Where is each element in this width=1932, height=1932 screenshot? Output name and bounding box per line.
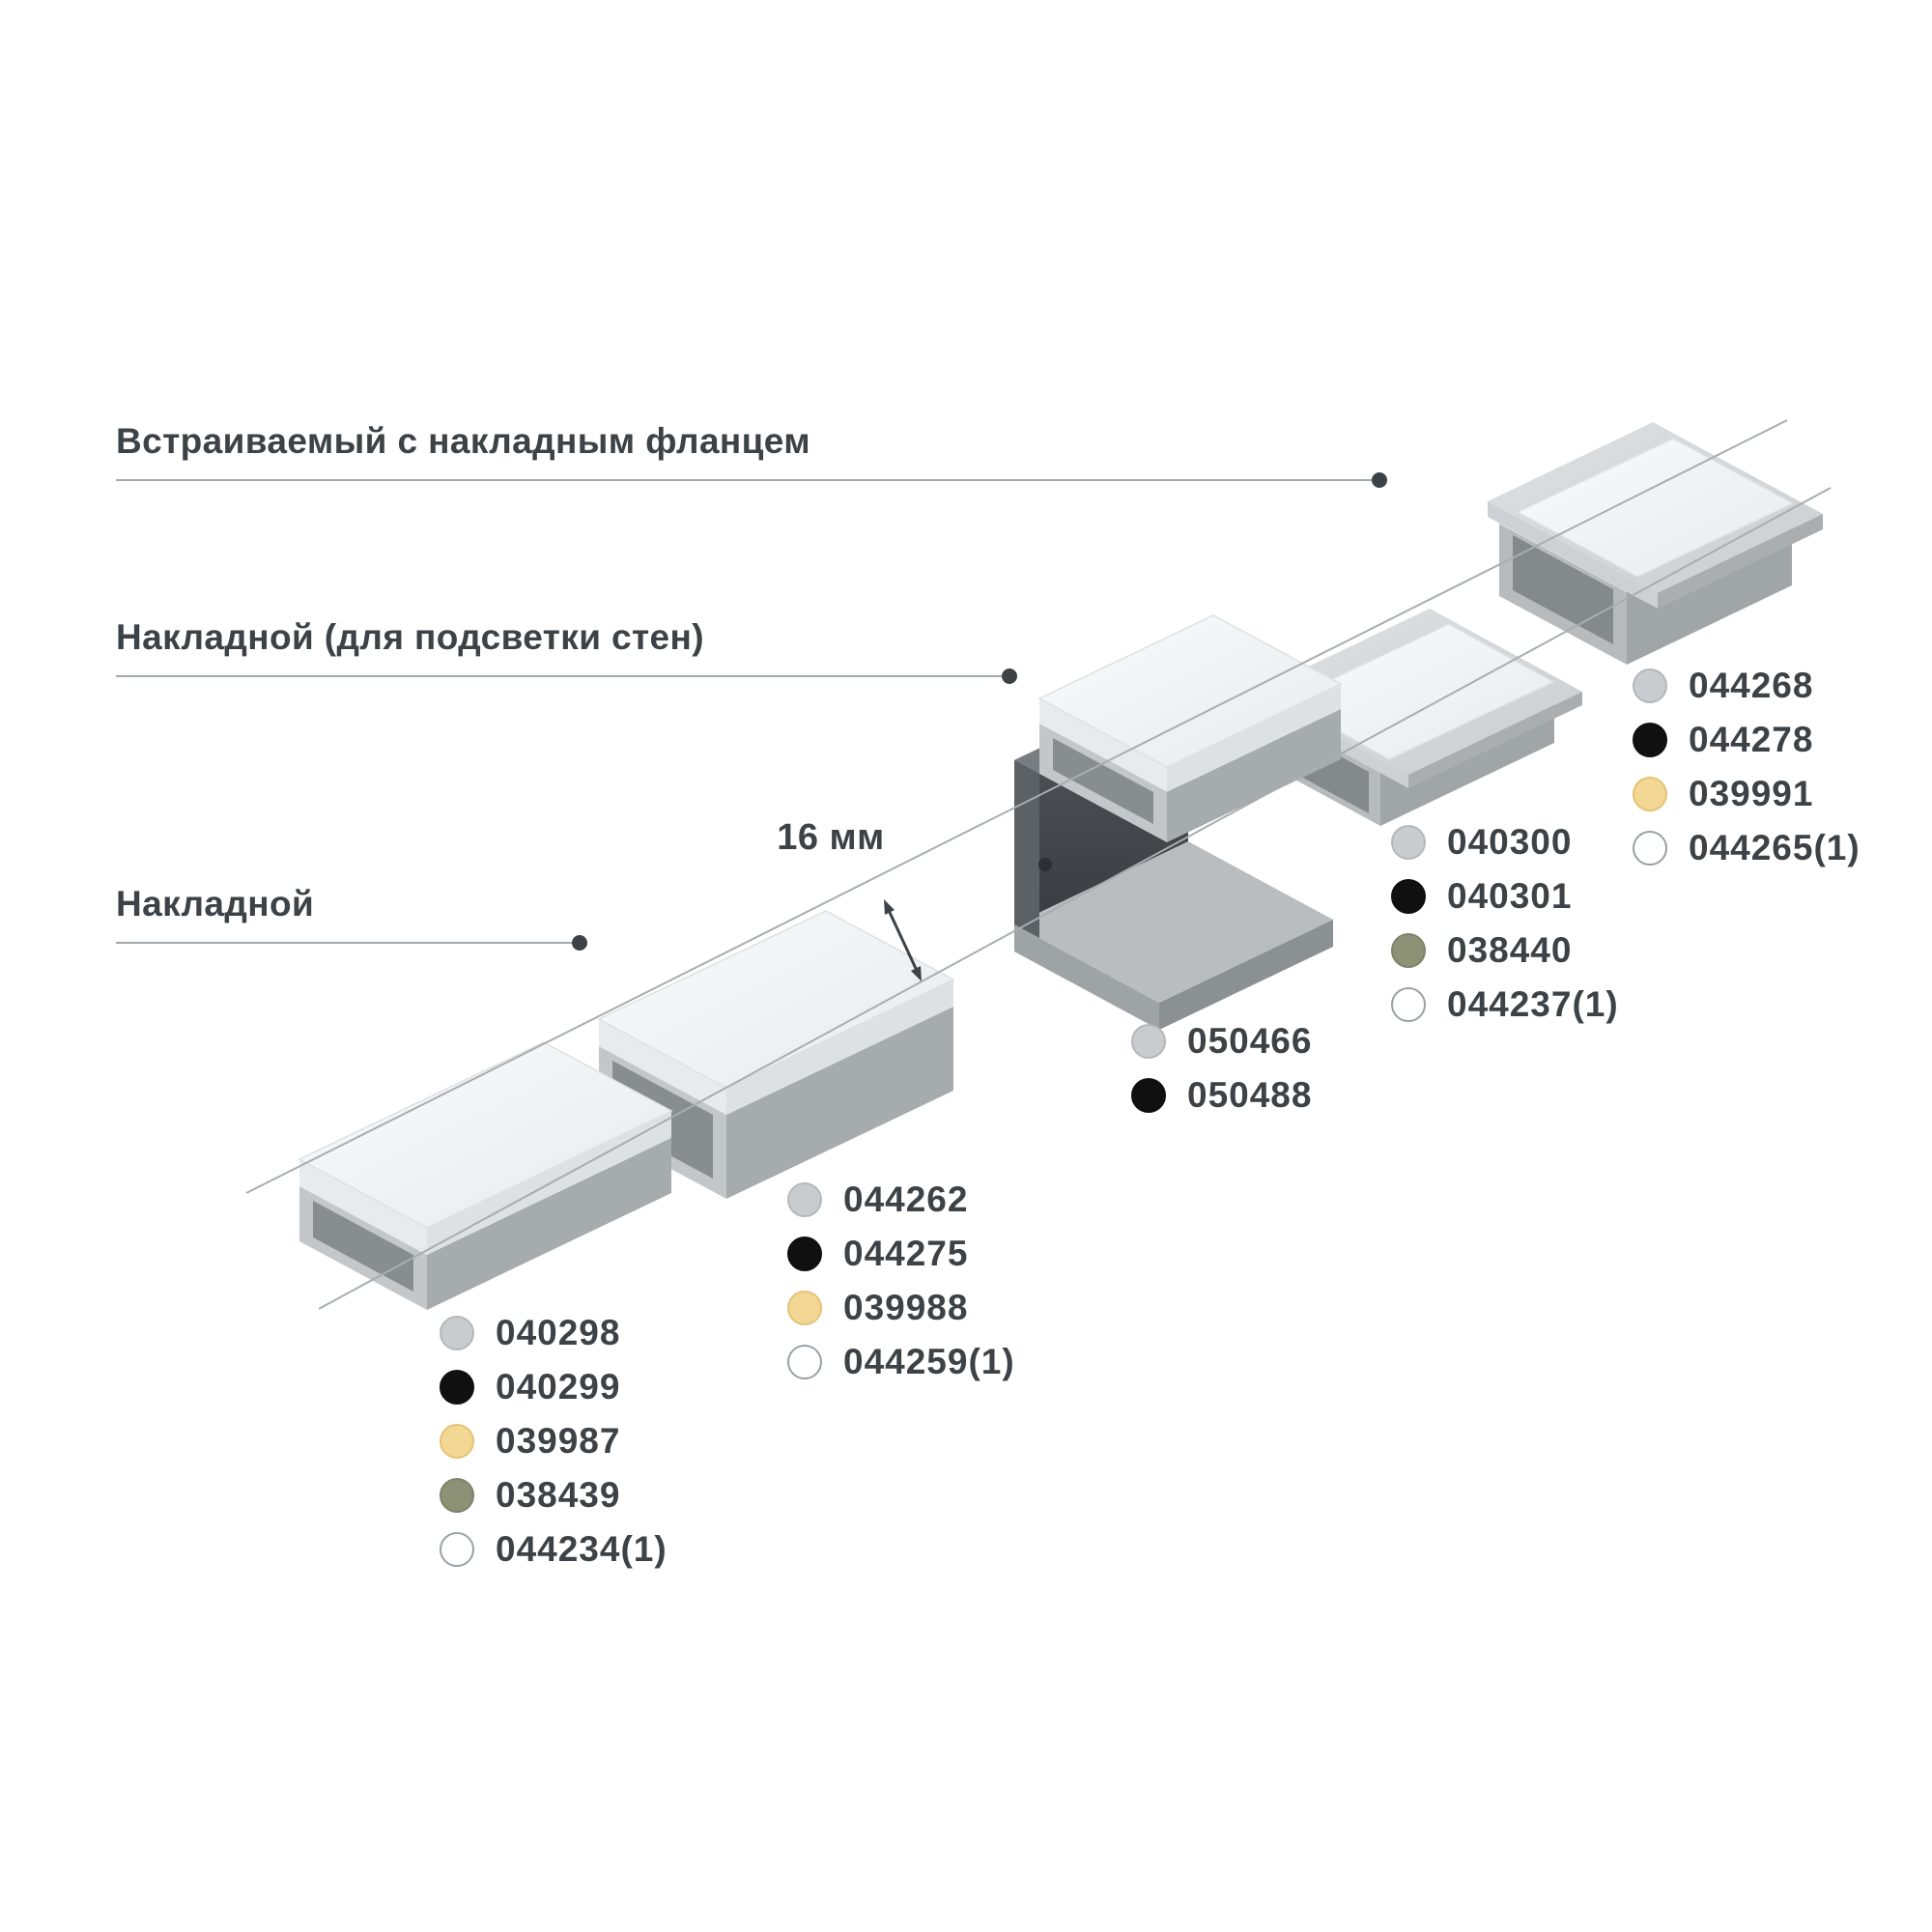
perspective-line-lower <box>318 487 1832 1310</box>
product-code: 050466 <box>1187 1021 1313 1061</box>
color-swatch-dot <box>1633 723 1667 757</box>
color-swatch-dot <box>1391 879 1426 914</box>
color-swatch-dot <box>1633 831 1667 866</box>
product-code: 044262 <box>843 1179 969 1219</box>
product-code: 039991 <box>1689 774 1814 813</box>
product-code: 040300 <box>1447 822 1573 862</box>
product-code-row: 044278 <box>1633 720 1861 759</box>
product-code-row: 038439 <box>440 1475 668 1515</box>
color-swatch-dot <box>440 1424 474 1459</box>
dimension-arrow <box>884 899 922 981</box>
product-code-row: 044268 <box>1633 666 1861 705</box>
color-swatch-dot <box>1391 933 1426 968</box>
profile-wall-render <box>1014 614 1343 1030</box>
dimension-label: 16 мм <box>777 817 885 858</box>
product-code: 044259(1) <box>843 1342 1015 1381</box>
product-code-row: 050466 <box>1131 1021 1313 1061</box>
color-swatch-dot <box>1633 668 1667 703</box>
label-surface-wall: Накладной (для подсветки стен) <box>116 617 704 657</box>
product-code: 044265(1) <box>1689 828 1861 867</box>
product-code-row: 044259(1) <box>787 1342 1015 1381</box>
product-code-row: 040299 <box>440 1367 668 1406</box>
product-code-row: 044262 <box>787 1179 1015 1219</box>
product-code: 044234(1) <box>496 1529 668 1569</box>
product-code: 040298 <box>496 1313 621 1352</box>
leader-dot-surface-wall <box>1002 668 1017 684</box>
product-code: 044237(1) <box>1447 984 1619 1024</box>
product-code-row: 044275 <box>787 1234 1015 1273</box>
color-swatch-dot <box>1131 1024 1166 1059</box>
color-swatch-dot <box>440 1478 474 1513</box>
product-code: 044278 <box>1689 720 1814 759</box>
product-code: 040301 <box>1447 876 1573 916</box>
profile-surface-low-render <box>298 1041 673 1310</box>
product-code: 038440 <box>1447 930 1573 970</box>
color-swatch-dot <box>787 1345 822 1379</box>
product-code-group: 044262 044275 039988 044259(1) <box>787 1179 1015 1381</box>
color-swatch-dot <box>1131 1078 1166 1113</box>
product-code: 040299 <box>496 1367 621 1406</box>
product-code-row: 039991 <box>1633 774 1861 813</box>
product-code-group: 040298 040299 039987 038439 044234(1) <box>440 1313 668 1569</box>
product-code: 050488 <box>1187 1075 1313 1115</box>
product-code-row: 044237(1) <box>1391 984 1619 1024</box>
leader-dot-recessed <box>1372 472 1387 488</box>
color-swatch-dot <box>1633 777 1667 811</box>
color-swatch-dot <box>787 1236 822 1271</box>
profile-recessed-large-render <box>1488 422 1823 665</box>
product-code-group: 040300 040301 038440 044237(1) <box>1391 822 1619 1024</box>
leader-dot-surface <box>572 935 587 951</box>
color-swatch-dot <box>787 1291 822 1325</box>
product-code-row: 040300 <box>1391 822 1619 862</box>
leader-line-recessed <box>116 479 1379 481</box>
color-swatch-dot <box>787 1182 822 1217</box>
perspective-line-upper <box>245 419 1788 1194</box>
product-code-row: 039988 <box>787 1288 1015 1327</box>
color-swatch-dot <box>440 1370 474 1405</box>
product-code-row: 044265(1) <box>1633 828 1861 867</box>
product-code: 039987 <box>496 1421 621 1461</box>
product-code-row: 038440 <box>1391 930 1619 970</box>
product-code-row: 040298 <box>440 1313 668 1352</box>
product-code-group: 044268 044278 039991 044265(1) <box>1633 666 1861 867</box>
product-code-group: 050466 050488 <box>1131 1021 1313 1115</box>
product-code: 039988 <box>843 1288 969 1327</box>
leader-line-surface-wall <box>116 675 1009 677</box>
product-code-row: 040301 <box>1391 876 1619 916</box>
product-code-row: 044234(1) <box>440 1529 668 1569</box>
product-code: 038439 <box>496 1475 621 1515</box>
product-code-row: 039987 <box>440 1421 668 1461</box>
color-swatch-dot <box>1391 987 1426 1022</box>
product-code: 044268 <box>1689 666 1814 705</box>
color-swatch-dot <box>440 1316 474 1350</box>
leader-line-surface <box>116 942 580 944</box>
product-code: 044275 <box>843 1234 969 1273</box>
label-surface: Накладной <box>116 884 315 923</box>
color-swatch-dot <box>440 1532 474 1567</box>
color-swatch-dot <box>1391 825 1426 860</box>
label-recessed-with-flange: Встраиваемый с накладным фланцем <box>116 421 811 461</box>
product-code-row: 050488 <box>1131 1075 1313 1115</box>
